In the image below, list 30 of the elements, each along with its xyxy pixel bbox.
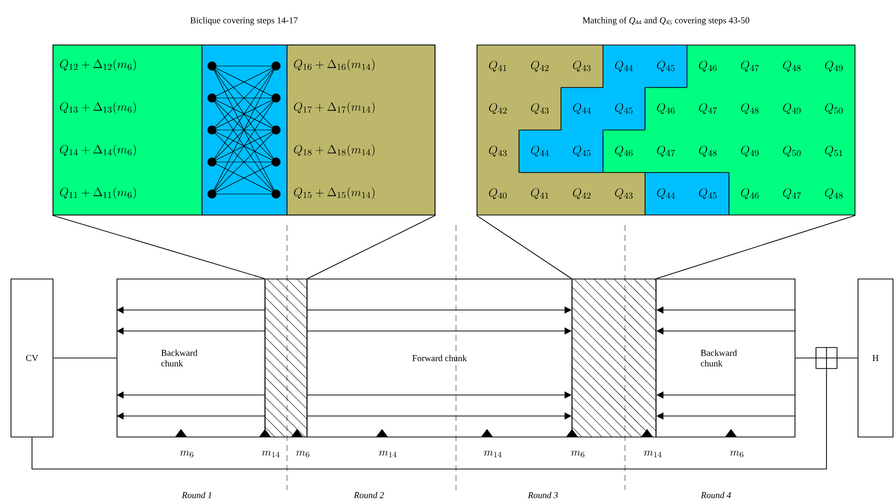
message-label: $m_6$ <box>180 450 194 458</box>
zoom-line <box>476 215 572 279</box>
message-label: $m_{14}$ <box>262 450 280 458</box>
message-label: $m_6$ <box>730 450 744 458</box>
formula-panel: $Q_{16}+\Delta_{16}(m_{14})$ $Q_{17}+\Delta_{17}(m_{14})$ $Q_{18}+\Delta_{18}(m_{14})$ $Q_{15}+\Delta_{15}(m_{14})$ <box>286 44 436 216</box>
round-label: Round 3 <box>528 492 558 498</box>
chunk-box: Backward chunk <box>116 278 266 438</box>
hatched-box <box>264 278 308 438</box>
node-label: Biclique covering steps 14-17 <box>190 17 298 26</box>
cv-box: CV <box>10 278 54 438</box>
node-label: Matching of Q$_{44}$ and Q$_{45}$ covering steps 43-50 <box>582 16 750 26</box>
message-label: $m_{14}$ <box>379 450 397 458</box>
chunk-box: Backward chunk <box>656 278 796 438</box>
formula-panel: $Q_{12}+\Delta_{12}(m_6)$ $Q_{13}+\Delta_{13}(m_6)$ $Q_{14}+\Delta_{14}(m_6)$ $Q_{11}+\Delta_{11}(m_6)$ <box>52 44 202 216</box>
round-label: Round 2 <box>354 492 384 498</box>
message-label: $m_{14}$ <box>644 450 662 458</box>
chunk-box: Forward chunk <box>306 278 572 438</box>
matching-panel: Matching of Q$_{44}$ and Q$_{45}$ covering steps 43-50 $Q_{41}$ $Q_{42}$ $Q_{43}$ $Q_{44}$ $Q_{45}$ $Q_{46}$ $Q_{47}$ $Q_{48}$ $Q_{49}$ $Q_{42}$ $Q_{43}$ $Q_{44}$ $Q_{45}$ $Q_{46}$ $Q_{47}$ $Q_{48}$ $Q_{49}$ $Q_{50}$ $Q_{43}$ $Q_{44}$ $Q_{45}$ $Q_{46}$ $Q_{47}$ $Q_{48}$ $Q_{49}$ $Q_{50}$ $Q_{51}$ $Q_{40}$ $Q_{41}$ $Q_{42}$ $Q_{43}$ $Q_{44}$ $Q_{45}$ $Q_{46}$ $Q_{47}$ $Q_{48}$ <box>476 16 856 216</box>
message-label: $m_6$ <box>296 450 310 458</box>
message-label: $m_6$ <box>571 450 584 458</box>
xor-symbol <box>815 346 838 370</box>
round-label: Round 4 <box>700 492 731 498</box>
message-label: $m_{14}$ <box>484 450 502 458</box>
zoom-line <box>307 215 436 279</box>
round-label: Round 1 <box>182 492 212 498</box>
h-box: H <box>858 278 894 438</box>
hatched-box <box>572 278 656 438</box>
connector-line <box>32 368 827 470</box>
zoom-line <box>656 215 856 279</box>
zoom-line <box>52 215 265 279</box>
